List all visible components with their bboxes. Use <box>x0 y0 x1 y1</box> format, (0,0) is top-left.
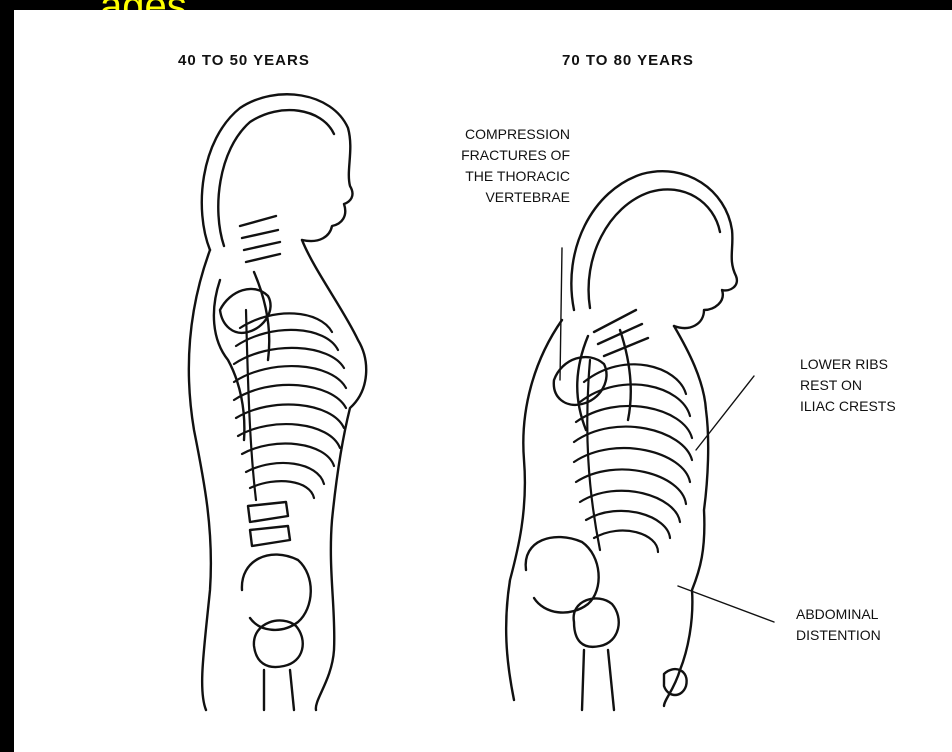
annotation-abdominal-distention: ABDOMINAL DISTENTION <box>796 604 881 646</box>
annotation-line: ABDOMINAL <box>796 604 881 625</box>
annotation-line: VERTEBRAE <box>354 187 570 208</box>
annotation-lower-ribs: LOWER RIBS REST ON ILIAC CRESTS <box>800 354 896 417</box>
annotation-line: REST ON <box>800 375 896 396</box>
annotation-compression-fractures: COMPRESSION FRACTURES OF THE THORACIC VE… <box>354 124 570 208</box>
annotation-line: DISTENTION <box>796 625 881 646</box>
ribcage-upright <box>234 310 346 500</box>
annotation-line: FRACTURES OF <box>354 145 570 166</box>
ribcage-stooped <box>574 360 692 552</box>
figure-upright <box>189 94 366 710</box>
annotation-line: THE THORACIC <box>354 166 570 187</box>
annotation-line: ILIAC CRESTS <box>800 396 896 417</box>
figure-stooped <box>506 171 737 710</box>
annotation-line: LOWER RIBS <box>800 354 896 375</box>
illustration-panel: 40 TO 50 YEARS 70 TO 80 YEARS <box>14 10 952 752</box>
annotation-line: COMPRESSION <box>354 124 570 145</box>
